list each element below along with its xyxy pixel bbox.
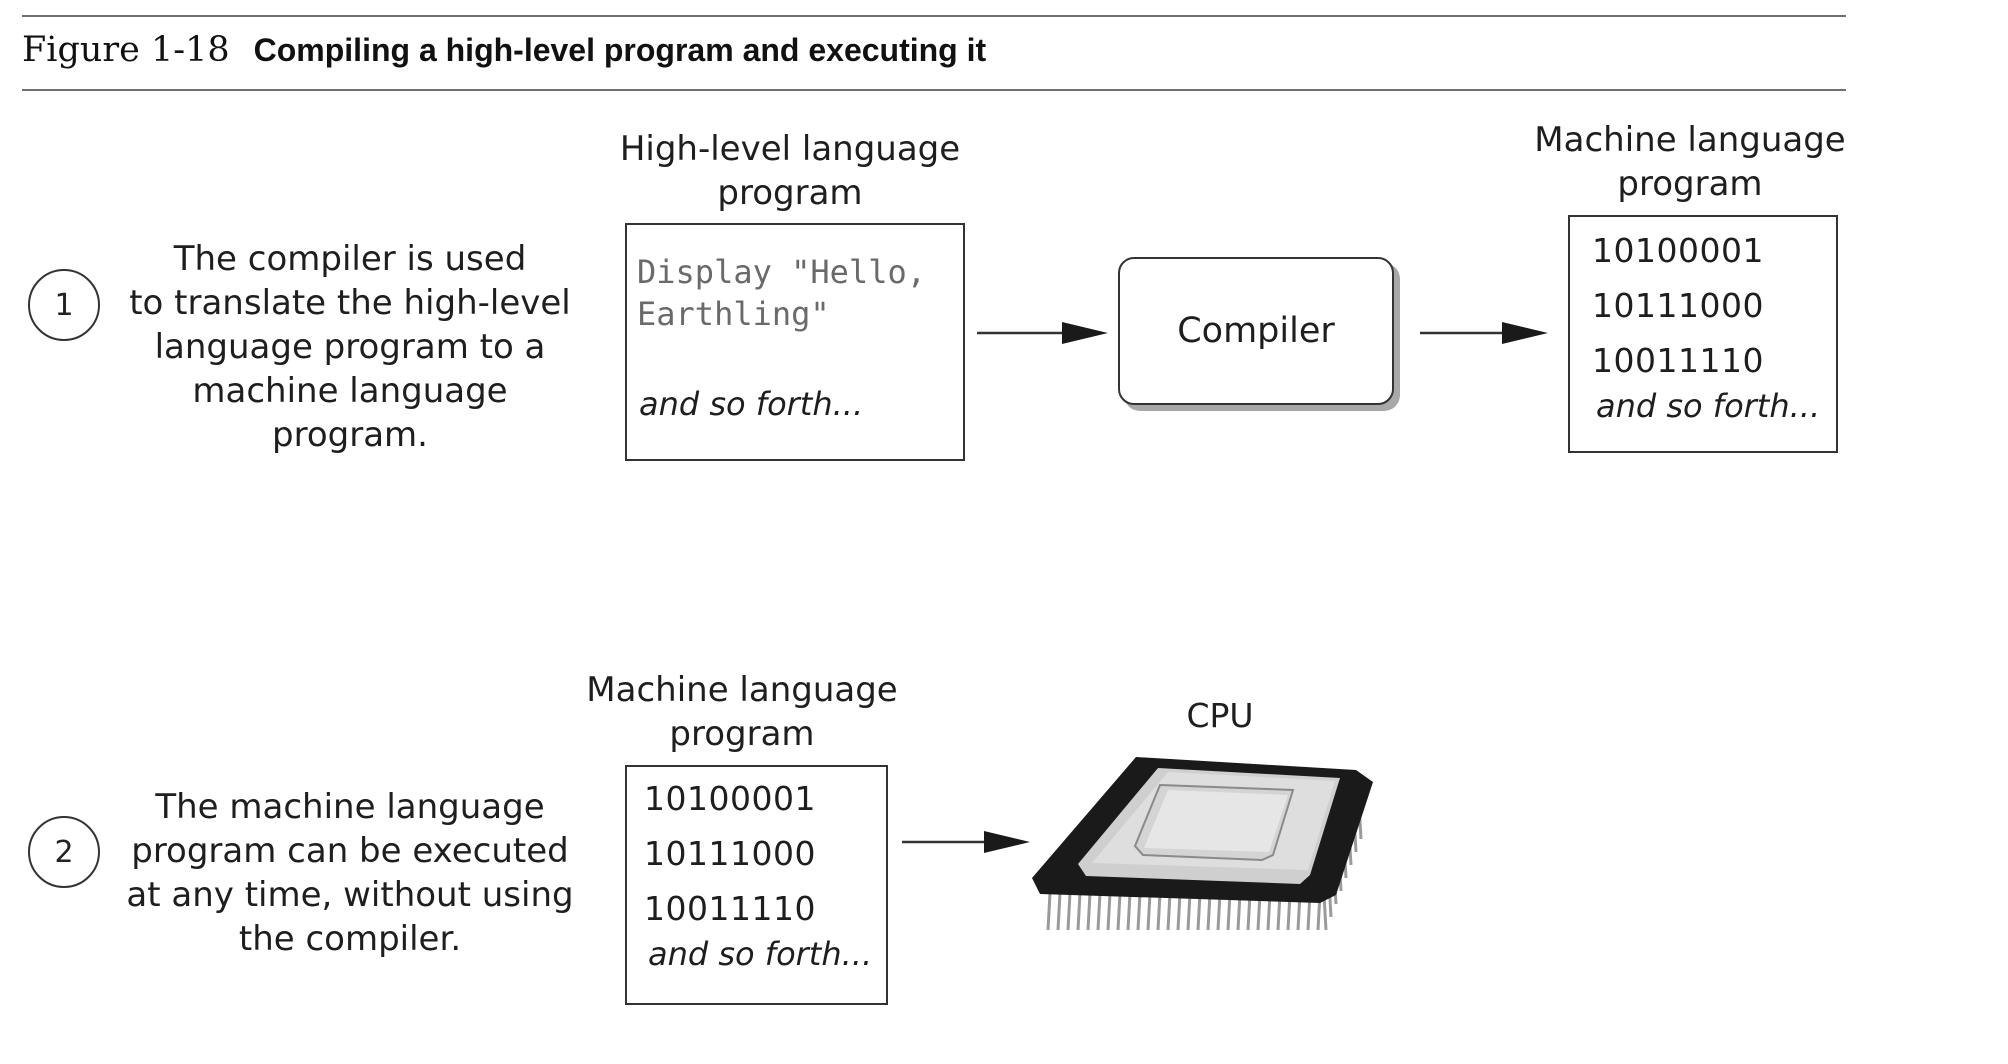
step-1-description: The compiler is used to translate the hi… [129,239,571,455]
cpu-pin [1176,892,1182,931]
executable-program-box: 10100001 10111000 10011110 and so forth.… [625,765,888,1005]
cpu-pin [1056,892,1062,931]
machine-program-label: Machine language program [1534,120,1846,204]
cpu-pin [1186,892,1192,931]
caption-rule [22,89,1846,91]
compiler-box: Compiler [1118,257,1394,405]
executable-program-label: Machine language program [586,670,898,754]
source-code-line: Earthling" [637,295,830,333]
cpu-pin [1096,892,1102,931]
figure-title: Compiling a high-level program and execu… [253,32,987,68]
cpu-pin [1106,892,1112,931]
figure-number: Figure 1-18 [22,30,230,70]
step-2-description: The machine language program can be exec… [126,787,574,959]
source-code-line: Display "Hello, [637,253,926,291]
binary-line: 10100001 [1592,231,1764,270]
cpu-pin [1196,892,1202,931]
output-more-text: and so forth... [1596,387,1821,425]
high-level-program-box: Display "Hello, Earthling" and so forth.… [625,223,965,461]
cpu-pin [1136,892,1142,931]
binary-line: 10011110 [644,889,816,928]
cpu-pin [1156,892,1162,931]
source-more-text: and so forth... [639,385,864,423]
binary-line: 10111000 [644,834,816,873]
right-arrow-icon [902,831,1030,853]
cpu-pin [1066,892,1072,931]
cpu-chip-icon [1032,757,1373,931]
step-2-badge: 2 [28,816,100,888]
cpu-pin [1116,892,1122,931]
binary-line: 10100001 [644,779,816,818]
cpu-pin [1076,892,1082,931]
figure-caption: Figure 1-18 Compiling a high-level progra… [22,30,986,70]
right-arrow-icon [1420,322,1548,344]
cpu-pin [1166,892,1172,931]
cpu-label: CPU [1186,696,1254,735]
top-rule [22,15,1846,17]
cpu-pin [1046,892,1052,931]
binary-line: 10111000 [1592,286,1764,325]
program-more-text: and so forth... [648,935,873,973]
cpu-pin [1086,892,1092,931]
cpu-pin [1146,892,1152,931]
cpu-pin [1126,892,1132,931]
binary-line: 10011110 [1592,341,1764,380]
step-1-badge: 1 [28,269,100,341]
right-arrow-icon [977,322,1108,344]
machine-program-box: 10100001 10111000 10011110 and so forth.… [1568,215,1838,453]
high-level-program-label: High-level language program [619,129,961,213]
